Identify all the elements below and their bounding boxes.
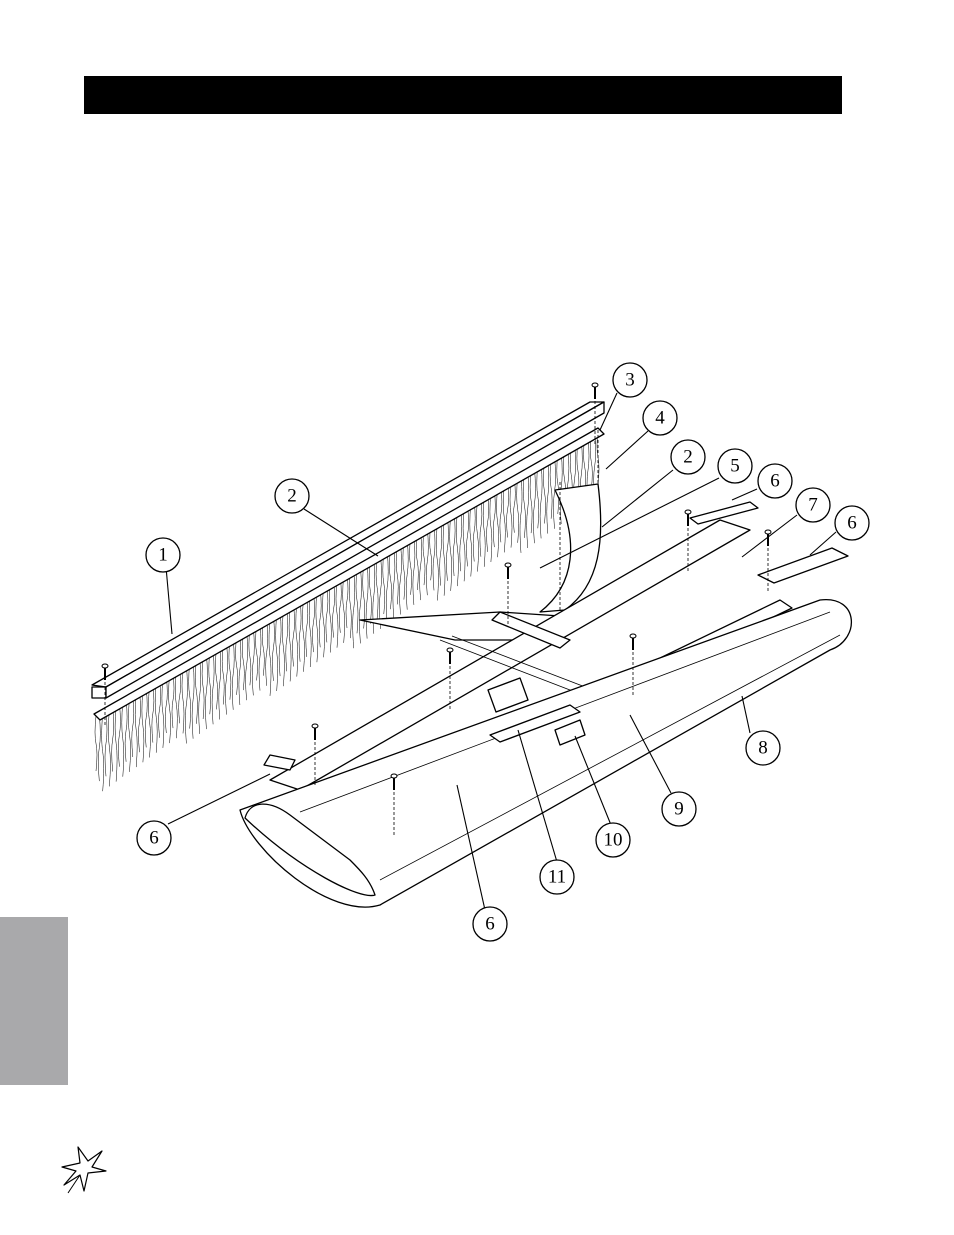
callout-4-label: 4 [655, 408, 665, 429]
callout-2b: 2 [671, 440, 705, 474]
callout-5: 5 [718, 449, 752, 483]
star-burst-logo-icon [58, 1143, 110, 1197]
callout-6b-label: 6 [847, 513, 857, 534]
callout-8: 8 [746, 731, 780, 765]
callout-6a: 6 [758, 464, 792, 498]
callout-2b-label: 2 [683, 447, 693, 468]
callout-2a-label: 2 [287, 486, 297, 507]
callout-11: 11 [540, 860, 574, 894]
callout-1: 1 [146, 538, 180, 572]
callout-7: 7 [796, 488, 830, 522]
callout-4: 4 [643, 401, 677, 435]
callout-6a-label: 6 [770, 471, 780, 492]
callout-10-label: 10 [604, 830, 623, 851]
callout-8-label: 8 [758, 738, 768, 759]
callout-6d: 6 [473, 907, 507, 941]
callout-5-label: 5 [730, 456, 740, 477]
rear-crossbar [360, 430, 601, 640]
callout-9: 9 [662, 792, 696, 826]
callout-10: 10 [596, 823, 630, 857]
callout-6d-label: 6 [485, 914, 495, 935]
callout-11-label: 11 [548, 867, 566, 888]
callout-3: 3 [613, 363, 647, 397]
callout-6b: 6 [835, 506, 869, 540]
callout-2a: 2 [275, 479, 309, 513]
callout-1-label: 1 [158, 545, 168, 566]
callout-6c-label: 6 [149, 828, 159, 849]
callout-9-label: 9 [674, 799, 684, 820]
callout-3-label: 3 [625, 370, 635, 391]
callout-6c: 6 [137, 821, 171, 855]
callout-7-label: 7 [808, 495, 818, 516]
